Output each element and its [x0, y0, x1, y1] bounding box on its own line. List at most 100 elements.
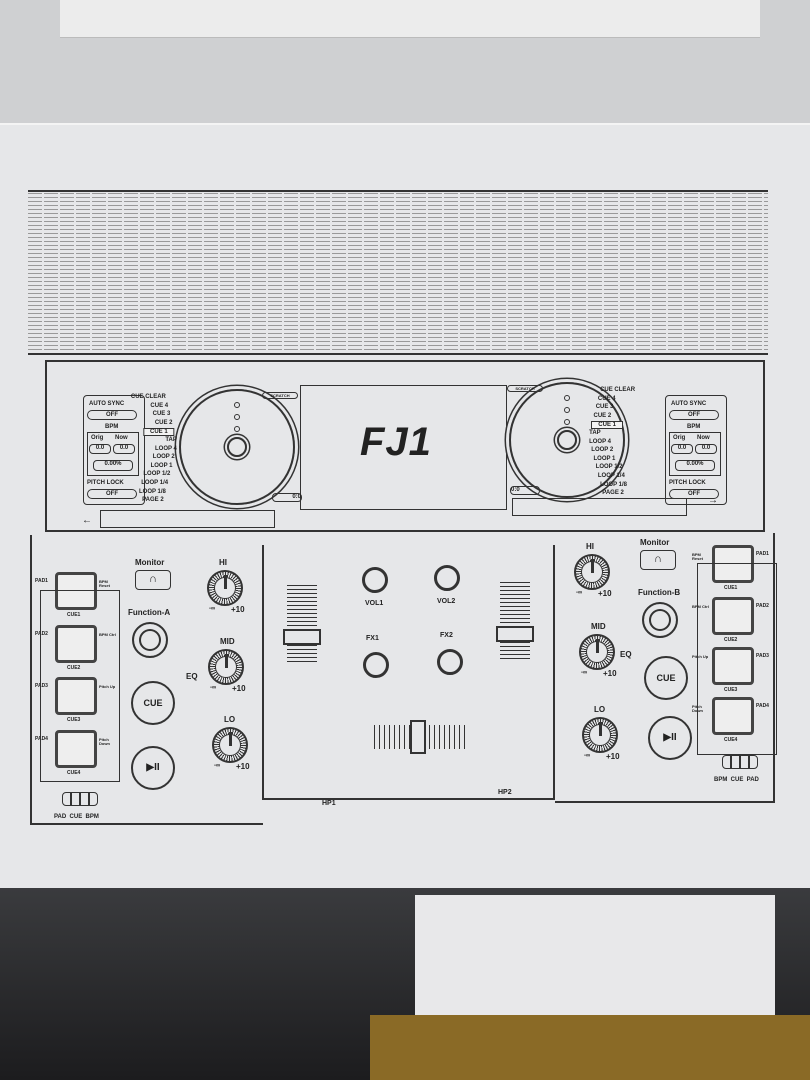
- left-menu-item[interactable]: PAGE 2: [142, 497, 164, 504]
- left-eq-max-label: +10: [231, 605, 245, 614]
- right-orig-value: 0.0: [671, 444, 693, 454]
- left-eq-max-label: +10: [236, 762, 250, 771]
- left-menu-item[interactable]: CUE 2: [154, 419, 173, 426]
- speaker-grille: [28, 190, 768, 355]
- right-auto-sync-toggle[interactable]: OFF: [669, 410, 719, 420]
- left-cue-label-2: CUE2: [67, 665, 81, 671]
- left-bpm-box: [87, 432, 139, 476]
- right-scratch-button[interactable]: SCRATCH: [507, 385, 543, 392]
- left-pad-4[interactable]: [55, 730, 97, 768]
- left-menu-item[interactable]: LOOP 1/4: [141, 480, 169, 486]
- left-menu-item[interactable]: LOOP 1: [150, 462, 173, 469]
- left-play-pause-button[interactable]: ▶II: [131, 746, 175, 790]
- right-menu-item[interactable]: LOOP 1/4: [597, 473, 625, 479]
- left-monitor-label: Monitor: [135, 558, 165, 567]
- left-pad-3[interactable]: [55, 677, 97, 715]
- left-headphones-icon: ∩: [149, 573, 157, 585]
- left-pad-function-3: Pitch Up: [99, 684, 116, 689]
- mixer-fx1-knob[interactable]: [363, 652, 389, 678]
- left-mode-switch[interactable]: [62, 792, 98, 806]
- left-menu-item[interactable]: CUE CLEAR: [130, 394, 166, 400]
- right-pad-2[interactable]: [712, 597, 754, 635]
- right-pad-4[interactable]: [712, 697, 754, 735]
- left-menu-item[interactable]: CUE 3: [152, 411, 171, 418]
- left-auto-sync-toggle[interactable]: OFF: [87, 410, 137, 420]
- right-platter-dot: [564, 395, 570, 401]
- right-mode-switch[interactable]: [722, 755, 758, 769]
- right-menu-item[interactable]: CUE 1: [591, 421, 623, 430]
- right-platter-dot: [564, 407, 570, 413]
- right-menu-item[interactable]: CUE CLEAR: [600, 387, 636, 393]
- right-cue-button[interactable]: CUE: [644, 656, 688, 700]
- left-eq-lo-knob[interactable]: [212, 727, 248, 763]
- right-menu-item[interactable]: PAGE 2: [602, 490, 624, 497]
- right-menu-item[interactable]: LOOP 1/8: [600, 481, 627, 488]
- left-function-label: Function-A: [128, 608, 171, 617]
- right-monitor-button[interactable]: headphones-icon: [640, 550, 676, 570]
- background-card: [415, 895, 775, 1020]
- right-time-readout: 0:0: [510, 486, 540, 495]
- right-menu-item[interactable]: CUE 4: [597, 395, 616, 402]
- right-auto-sync-label: AUTO SYNC: [671, 401, 707, 407]
- left-bpm-label: BPM: [105, 424, 119, 430]
- left-function-knob[interactable]: [132, 622, 168, 658]
- right-cue-label-4: CUE4: [724, 737, 738, 743]
- left-now-value: 0.0: [113, 444, 135, 454]
- right-play-pause-button[interactable]: ▶II: [648, 716, 692, 760]
- left-cue-button[interactable]: CUE: [131, 681, 175, 725]
- right-eq-lo-knob[interactable]: [582, 717, 618, 753]
- left-pad-1[interactable]: [55, 572, 97, 610]
- left-jog-platter[interactable]: [179, 389, 295, 505]
- right-function-knob[interactable]: [642, 602, 678, 638]
- left-pitch-lock-toggle[interactable]: OFF: [87, 489, 137, 499]
- crossfader-knob[interactable]: [410, 720, 426, 754]
- background-paper: [60, 0, 760, 38]
- left-menu-item[interactable]: TAP: [165, 437, 177, 443]
- channel-fader-left[interactable]: [283, 585, 321, 665]
- left-menu-item[interactable]: LOOP 2: [152, 454, 175, 461]
- right-menu-item[interactable]: CUE 2: [593, 412, 612, 419]
- left-eq-min-label: -∞: [209, 606, 216, 612]
- left-cue-label-3: CUE3: [67, 717, 81, 723]
- right-eq-mid-knob[interactable]: [579, 634, 615, 670]
- left-waveform-bar: [100, 510, 275, 528]
- right-menu-item[interactable]: LOOP 4: [589, 438, 611, 445]
- mixer-panel: [262, 545, 555, 800]
- right-arrow-button[interactable]: →: [708, 495, 718, 506]
- left-menu-item[interactable]: CUE 4: [150, 402, 169, 409]
- right-pad-1[interactable]: [712, 545, 754, 583]
- left-monitor-button[interactable]: headphones-icon: [135, 570, 171, 590]
- right-menu-item[interactable]: CUE 3: [595, 404, 614, 411]
- left-menu-item[interactable]: CUE 1: [143, 428, 175, 437]
- left-eq-mid-knob[interactable]: [208, 649, 244, 685]
- mixer-vol1-knob[interactable]: [362, 567, 388, 593]
- left-menu-item[interactable]: LOOP 1/8: [138, 488, 166, 495]
- right-menu-item[interactable]: LOOP 1/2: [595, 464, 623, 471]
- mixer-vol2-knob[interactable]: [434, 565, 460, 591]
- right-pitch-value: 0.00%: [675, 460, 715, 471]
- left-eq-hi-knob[interactable]: [207, 570, 243, 606]
- right-menu-item[interactable]: TAP: [589, 430, 601, 436]
- right-menu-item[interactable]: LOOP 2: [591, 447, 614, 454]
- left-pitch-value: 0.00%: [93, 460, 133, 471]
- right-pad-bus: [697, 563, 777, 755]
- mixer-fx2-knob[interactable]: [437, 649, 463, 675]
- left-eq-hi-label: HI: [219, 558, 227, 567]
- right-pad-3[interactable]: [712, 647, 754, 685]
- right-eq-min-label: -∞: [581, 670, 588, 676]
- left-menu-item[interactable]: LOOP 4: [154, 445, 177, 452]
- left-menu-item[interactable]: LOOP 1/2: [143, 471, 171, 478]
- right-pitch-lock-toggle[interactable]: OFF: [669, 489, 719, 499]
- right-pad-function-3: Pitch Up: [692, 654, 709, 659]
- left-pad-label-1: PAD1: [35, 578, 48, 584]
- right-jog-platter[interactable]: [509, 382, 625, 498]
- left-pad-2[interactable]: [55, 625, 97, 663]
- right-eq-hi-knob[interactable]: [574, 554, 610, 590]
- mixer-fx2-label: FX2: [440, 632, 453, 639]
- channel-fader-right[interactable]: [496, 582, 534, 662]
- left-pad-label-3: PAD3: [35, 683, 48, 689]
- right-menu-item[interactable]: LOOP 1: [593, 455, 616, 462]
- left-scratch-button[interactable]: SCRATCH: [262, 392, 298, 399]
- left-arrow-button[interactable]: ←: [82, 515, 92, 526]
- right-pad-label-4: PAD4: [756, 703, 769, 709]
